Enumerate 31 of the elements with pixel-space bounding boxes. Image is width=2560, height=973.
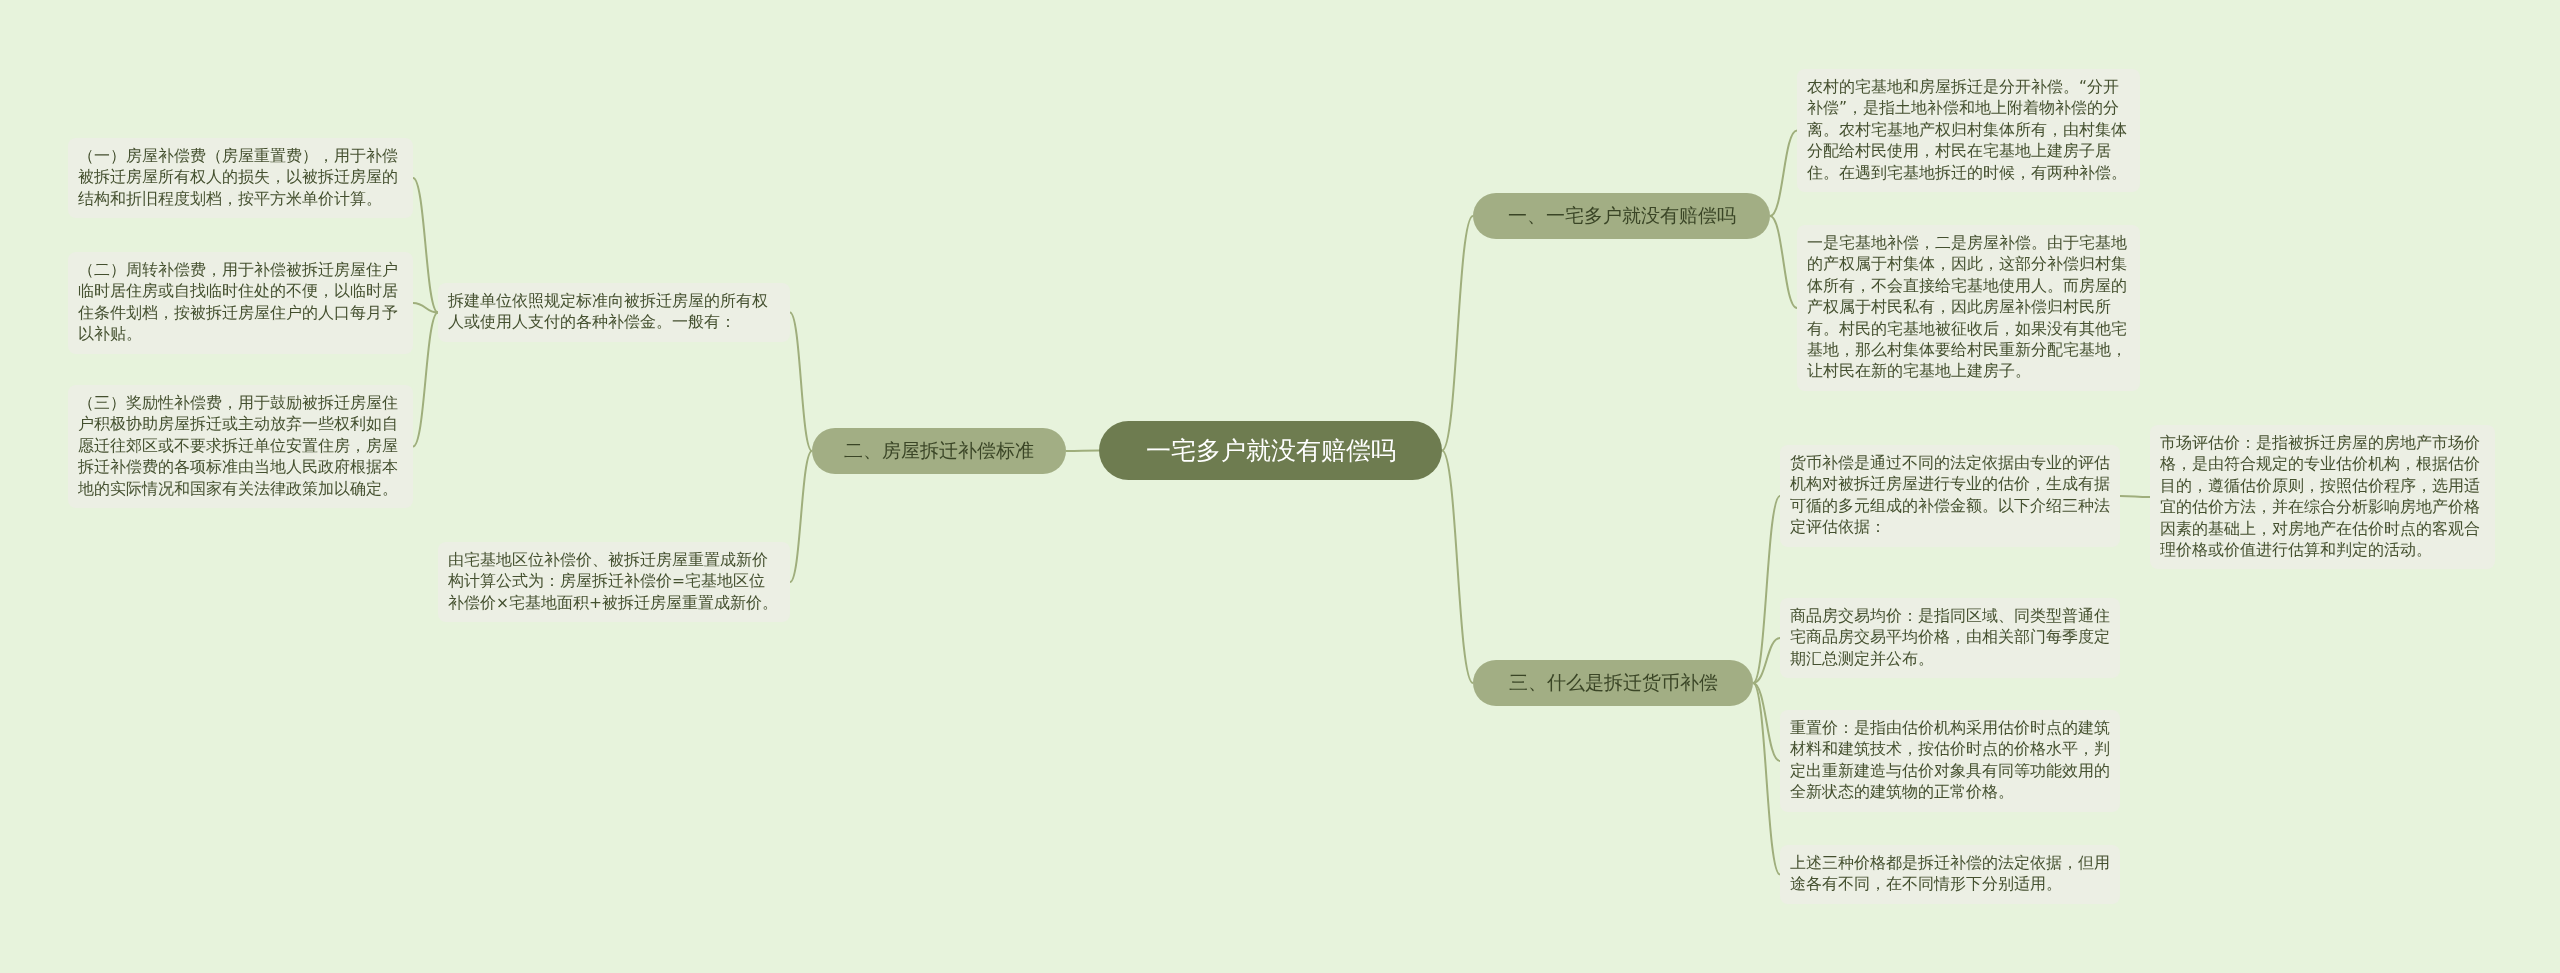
- connector-line: [1065, 449, 1100, 452]
- connector-line: [412, 302, 439, 314]
- connector-line: [1752, 682, 1781, 876]
- topic-node: 三、什么是拆迁货币补偿: [1473, 660, 1753, 706]
- connector-line: [412, 311, 439, 448]
- connector-line: [2119, 495, 2151, 498]
- topic-node: 二、房屋拆迁补偿标准: [812, 428, 1066, 474]
- note-card: 拆建单位依照规定标准向被拆迁房屋的所有权人或使用人支付的各种补偿金。一般有：: [438, 283, 790, 342]
- connector-line: [1752, 637, 1781, 684]
- connector-line: [412, 177, 439, 314]
- connector-line: [1441, 215, 1474, 452]
- connector-line: [1752, 682, 1781, 762]
- note-card: （一）房屋补偿费（房屋重置费），用于补偿被拆迁房屋所有权人的损失，以被拆迁房屋的结构和折旧程度划档，按平方米单价计算。: [68, 138, 413, 219]
- connector-line: [1441, 449, 1474, 684]
- note-card: 农村的宅基地和房屋拆迁是分开补偿。“分开补偿”，是指土地补偿和地上附着物补偿的分离。农村宅基地产权归村集体所有，由村集体分配给村民使用，村民在宅基地上建房子居住。在遇到宅基地拆迁的时候，有两种补偿。: [1797, 69, 2140, 192]
- note-card: 一是宅基地补偿，二是房屋补偿。由于宅基地的产权属于村集体，因此，这部分补偿归村集体所有，不会直接给宅基地使用人。而房屋的产权属于村民私有，因此房屋补偿归村民所有。村民的宅基地被征收后，如果没有其他宅基地，那么村集体要给村民重新分配宅基地，让村民在新的宅基地上建房子。: [1797, 225, 2140, 391]
- connector-line: [789, 450, 813, 583]
- central-topic: 一宅多户就没有赔偿吗: [1099, 421, 1442, 480]
- note-card: 由宅基地区位补偿价、被拆迁房屋重置成新价构计算公式为：房屋拆迁补偿价=宅基地区位补偿价×宅基地面积+被拆迁房屋重置成新价。: [438, 542, 790, 623]
- note-card: 重置价：是指由估价机构采用估价时点的建筑材料和建筑技术，按估价时点的价格水平，判定出重新建造与估价对象具有同等功能效用的全新状态的建筑物的正常价格。: [1780, 710, 2120, 812]
- note-card: （三）奖励性补偿费，用于鼓励被拆迁房屋住户积极协助房屋拆迁或主动放弃一些权利如自愿迁往郊区或不要求拆迁单位安置住房，房屋拆迁补偿费的各项标准由当地人民政府根据本地的实际情况和国家有关法律政策加以确定。: [68, 385, 413, 508]
- note-card: （二）周转补偿费，用于补偿被拆迁房屋住户临时居住房或自找临时住处的不便，以临时居住条件划档，按被拆迁房屋住户的人口每月予以补贴。: [68, 252, 413, 354]
- note-card: 商品房交易均价：是指同区域、同类型普通住宅商品房交易平均价格，由相关部门每季度定期汇总测定并公布。: [1780, 598, 2120, 679]
- connector-line: [1769, 129, 1798, 217]
- note-card: 货币补偿是通过不同的法定依据由专业的评估机构对被拆迁房屋进行专业的估价，生成有据可循的多元组成的补偿金额。以下介绍三种法定评估依据：: [1780, 445, 2120, 547]
- note-card: 市场评估价：是指被拆迁房屋的房地产市场价格，是由符合规定的专业估价机构，根据估价目的，遵循估价原则，按照估价程序，选用适宜的估价方法，并在综合分析影响房地产价格因素的基础上，对房地产在估价时点的客观合理价格或价值进行估算和判定的活动。: [2150, 425, 2495, 570]
- connector-line: [1752, 495, 1781, 684]
- connector-line: [1769, 215, 1798, 309]
- topic-node: 一、一宅多户就没有赔偿吗: [1473, 193, 1770, 239]
- connector-line: [789, 311, 813, 452]
- note-card: 上述三种价格都是拆迁补偿的法定依据，但用途各有不同，在不同情形下分别适用。: [1780, 845, 2120, 904]
